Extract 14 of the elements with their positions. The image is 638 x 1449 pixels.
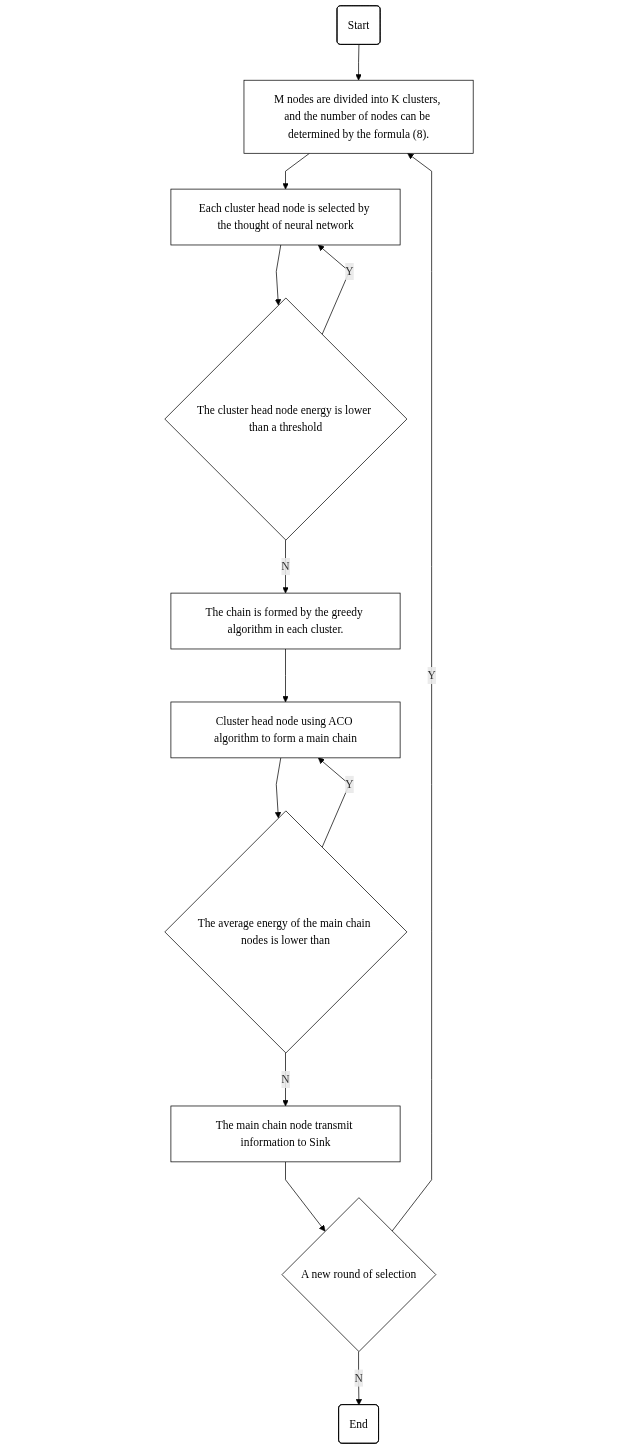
node-diamond: The average energy of the main chain nodes is lower than <box>164 810 408 1054</box>
node-box: The chain is formed by the greedy algorithm in each cluster. <box>170 592 401 650</box>
node-diamond: The cluster head node energy is lower than a threshold <box>164 297 408 541</box>
edge-label: N <box>354 1371 363 1384</box>
edge-label: N <box>281 1073 290 1086</box>
node-box: Cluster head node using ACO algorithm to form a main chain <box>170 701 401 759</box>
edge-label: Y <box>427 669 436 682</box>
edge-label: Y <box>345 265 354 278</box>
node-diamond: A new round of selection <box>281 1197 437 1352</box>
node-box: The main chain node transmit information to Sink <box>170 1105 401 1163</box>
node-box: Each cluster head node is selected by the thought of neural network <box>170 188 401 246</box>
edge-label: N <box>281 560 290 573</box>
edge-label: Y <box>345 777 354 791</box>
node-box: M nodes are divided into K clusters, and the number of nodes can be determined by the formula (8). <box>243 79 474 154</box>
